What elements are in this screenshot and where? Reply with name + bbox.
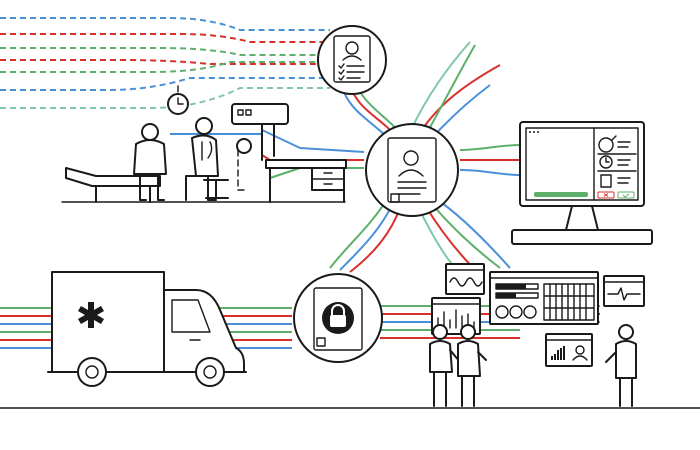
profile-panel (545, 333, 593, 367)
examination-bed (65, 167, 161, 203)
person-standing-2 (457, 324, 487, 407)
security-lock-node[interactable] (293, 273, 383, 363)
clinic-scene (65, 85, 347, 203)
patient-record-node[interactable] (365, 123, 459, 217)
wall-clock-icon (167, 85, 189, 115)
dashed-line-green-1 (0, 47, 330, 56)
waveform-panel (445, 263, 485, 295)
pulse-panel (603, 275, 645, 307)
wire-center-to-monitor-green (459, 144, 521, 151)
office-desk (265, 159, 347, 203)
ambulance-icon (47, 271, 247, 387)
checklist-node[interactable] (317, 25, 387, 95)
person-standing-3 (605, 324, 637, 407)
checklist-document-icon (333, 35, 371, 83)
wire-center-to-desk-blue (261, 129, 365, 153)
seated-patient (133, 123, 167, 201)
wire-ray-ur-teal (409, 41, 471, 133)
dashboard-cluster (431, 263, 645, 367)
monitor-sidebar (597, 135, 637, 188)
doctor (185, 117, 229, 201)
dashed-line-teal-1 (0, 87, 330, 109)
monitor-progress-bar (534, 192, 588, 197)
analytics-dashboard (489, 271, 599, 325)
wall-diagnostic-panel (231, 103, 289, 191)
dashed-line-green-2 (0, 61, 330, 73)
wire-center-to-lock-blue (339, 204, 393, 271)
monitor-confirm-button[interactable] (617, 191, 635, 199)
dashed-line-blue-1 (0, 17, 330, 31)
person-standing-1 (429, 324, 461, 407)
wire-center-to-lock-green (329, 203, 385, 269)
medical-star-icon (78, 302, 104, 328)
wire-ray-dr-teal (417, 206, 456, 269)
padlock-icon (313, 287, 363, 351)
patient-record-icon (387, 137, 437, 203)
standing-staff-group (429, 324, 637, 407)
computer-monitor-icon[interactable] (511, 121, 653, 245)
dashed-data-streams (0, 17, 330, 109)
dashed-line-red-2 (0, 59, 330, 65)
wire-center-to-lock-red (349, 207, 401, 273)
dashed-line-red-1 (0, 33, 330, 43)
wire-center-to-monitor-blue (459, 169, 521, 176)
dashed-line-blue-2 (0, 77, 330, 91)
